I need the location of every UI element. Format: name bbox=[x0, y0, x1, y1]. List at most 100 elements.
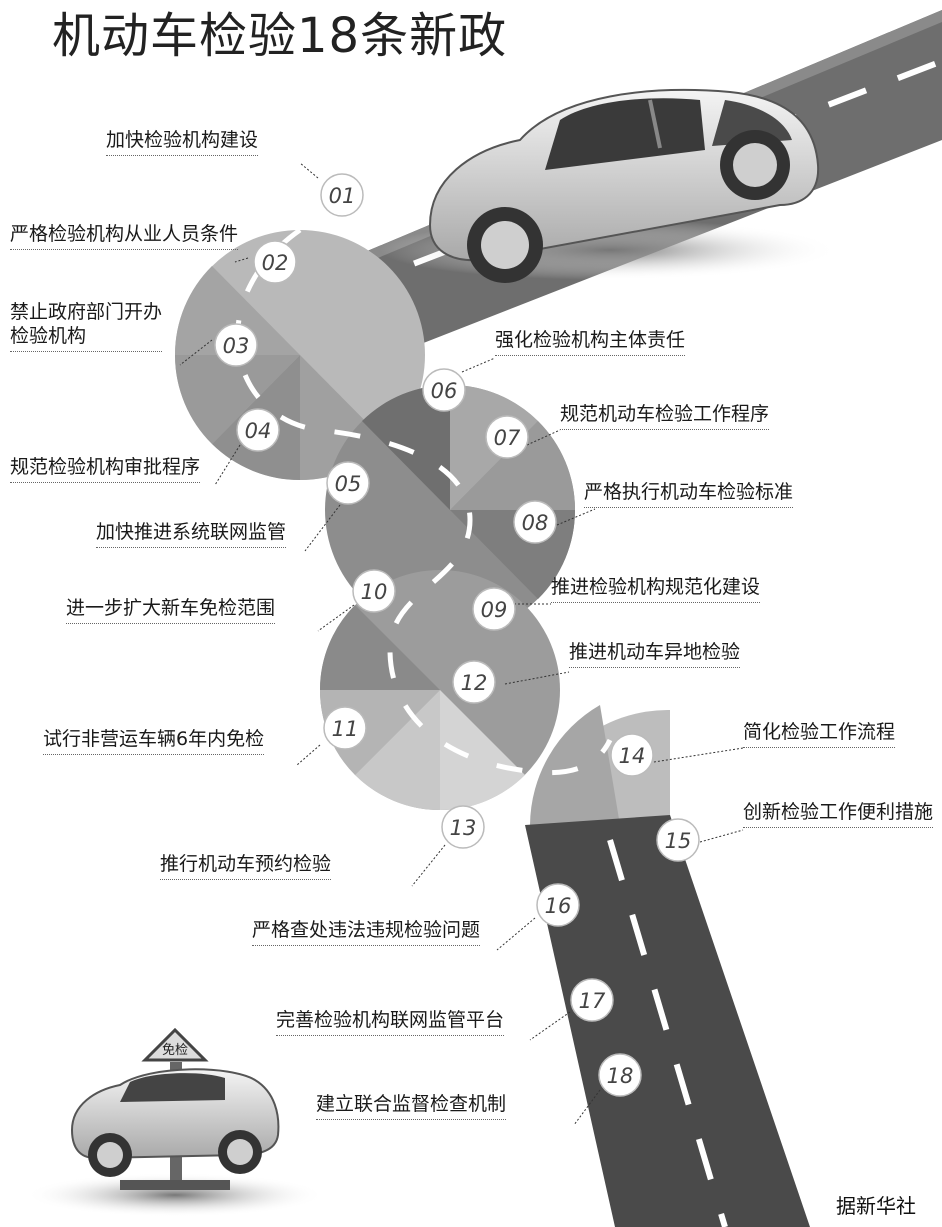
badge-number: 06 bbox=[431, 379, 458, 403]
badge-circle bbox=[323, 706, 367, 750]
connector-line bbox=[411, 844, 446, 887]
connector-line bbox=[296, 744, 321, 766]
policy-label-06: 强化检验机构主体责任 bbox=[495, 328, 686, 356]
policy-label-15: 创新检验工作便利措施 bbox=[743, 800, 934, 828]
policy-label-04: 规范检验机构审批程序 bbox=[10, 455, 201, 483]
badge-number: 09 bbox=[481, 598, 508, 622]
connector-line bbox=[299, 162, 319, 179]
number-badge: 08 bbox=[513, 500, 557, 544]
policy-label-03: 禁止政府部门开办检验机构 bbox=[10, 300, 163, 352]
number-badge: 18 bbox=[598, 1053, 642, 1097]
badge-circle bbox=[441, 805, 485, 849]
policy-label-11: 试行非营运车辆6年内免检 bbox=[43, 727, 265, 755]
badge-circle bbox=[610, 733, 654, 777]
badge-number: 13 bbox=[450, 816, 477, 840]
badge-number: 10 bbox=[361, 580, 388, 604]
number-badge: 17 bbox=[570, 978, 614, 1022]
number-badge: 15 bbox=[656, 818, 700, 862]
number-badge: 02 bbox=[253, 240, 297, 284]
number-badge: 13 bbox=[441, 805, 485, 849]
badge-circle bbox=[598, 1053, 642, 1097]
policy-label-07: 规范机动车检验工作程序 bbox=[560, 402, 770, 430]
number-badge: 03 bbox=[214, 323, 258, 367]
badge-circle bbox=[472, 587, 516, 631]
policy-label-12: 推进机动车异地检验 bbox=[569, 640, 741, 668]
badge-circle bbox=[656, 818, 700, 862]
badge-circle bbox=[253, 240, 297, 284]
winding-road-dashes bbox=[235, 227, 613, 776]
policy-label-16: 严格查处违法违规检验问题 bbox=[252, 918, 481, 946]
policy-label-10: 进一步扩大新车免检范围 bbox=[66, 596, 276, 624]
connector-line bbox=[556, 508, 596, 526]
page-title: 机动车检验18条新政 bbox=[52, 8, 508, 64]
badge-circle bbox=[320, 173, 364, 217]
policy-label-01: 加快检验机构建设 bbox=[106, 128, 259, 156]
policy-label-08: 严格执行机动车检验标准 bbox=[584, 480, 794, 508]
policy-label-14: 简化检验工作流程 bbox=[743, 720, 896, 748]
policy-label-05: 加快推进系统联网监管 bbox=[96, 520, 287, 548]
number-badge: 10 bbox=[352, 569, 396, 613]
number-badge: 12 bbox=[452, 660, 496, 704]
connector-line bbox=[573, 1089, 601, 1126]
badge-number: 07 bbox=[494, 426, 521, 450]
policy-label-02: 严格检验机构从业人员条件 bbox=[10, 222, 239, 250]
badge-circle bbox=[422, 368, 466, 412]
connector-line bbox=[653, 747, 744, 763]
badge-circle bbox=[236, 408, 280, 452]
badge-circle bbox=[214, 323, 258, 367]
connector-line bbox=[529, 1011, 571, 1041]
badge-number: 03 bbox=[223, 334, 250, 358]
badge-circle bbox=[536, 883, 580, 927]
number-badge: 11 bbox=[323, 706, 367, 750]
number-badge: 01 bbox=[320, 173, 364, 217]
badge-circle bbox=[352, 569, 396, 613]
badge-number: 11 bbox=[332, 717, 359, 741]
badge-number: 12 bbox=[461, 671, 488, 695]
badge-circle bbox=[326, 461, 370, 505]
badge-circle bbox=[570, 978, 614, 1022]
number-badge: 14 bbox=[610, 733, 654, 777]
source-credit: 据新华社 bbox=[836, 1194, 916, 1218]
connector-lines bbox=[179, 162, 744, 1126]
connector-line bbox=[179, 339, 213, 366]
number-badge: 04 bbox=[236, 408, 280, 452]
connector-line bbox=[461, 357, 496, 373]
badge-number: 14 bbox=[619, 744, 646, 768]
badge-circle bbox=[452, 660, 496, 704]
policy-label-17: 完善检验机构联网监管平台 bbox=[276, 1008, 505, 1036]
policy-label-13: 推行机动车预约检验 bbox=[160, 852, 332, 880]
number-badges: 01 02 03 04 05 06 07 08 09 10 11 12 13 14 15 16 17 18 bbox=[214, 173, 700, 1097]
badge-number: 01 bbox=[329, 184, 356, 208]
sign-text: 免检 bbox=[162, 1043, 188, 1058]
badge-number: 05 bbox=[335, 472, 362, 496]
badge-number: 15 bbox=[665, 829, 692, 853]
badge-number: 04 bbox=[245, 419, 272, 443]
number-badge: 05 bbox=[326, 461, 370, 505]
connector-line bbox=[699, 829, 744, 843]
number-badge: 16 bbox=[536, 883, 580, 927]
connector-line bbox=[304, 504, 341, 552]
badge-circle bbox=[513, 500, 557, 544]
car-on-lift-illustration bbox=[25, 1027, 325, 1217]
lower-road bbox=[525, 815, 810, 1227]
badge-number: 17 bbox=[579, 989, 606, 1013]
badge-number: 18 bbox=[607, 1064, 634, 1088]
badge-circle bbox=[485, 415, 529, 459]
connector-line bbox=[496, 917, 536, 951]
policy-label-18: 建立联合监督检查机制 bbox=[316, 1092, 507, 1120]
policy-label-09: 推进检验机构规范化建设 bbox=[551, 575, 761, 603]
badge-number: 08 bbox=[522, 511, 549, 535]
badge-number: 16 bbox=[545, 894, 572, 918]
badge-number: 02 bbox=[262, 251, 289, 275]
number-badge: 07 bbox=[485, 415, 529, 459]
policy-label-line: 检验机构 bbox=[10, 325, 87, 347]
car-illustration-large bbox=[380, 88, 840, 283]
number-badge: 09 bbox=[472, 587, 516, 631]
connector-line bbox=[504, 671, 570, 685]
policy-label-line: 禁止政府部门开办 bbox=[10, 301, 163, 323]
connector-line bbox=[317, 604, 355, 632]
number-badge: 06 bbox=[422, 368, 466, 412]
lower-road-dashes bbox=[607, 839, 728, 1227]
